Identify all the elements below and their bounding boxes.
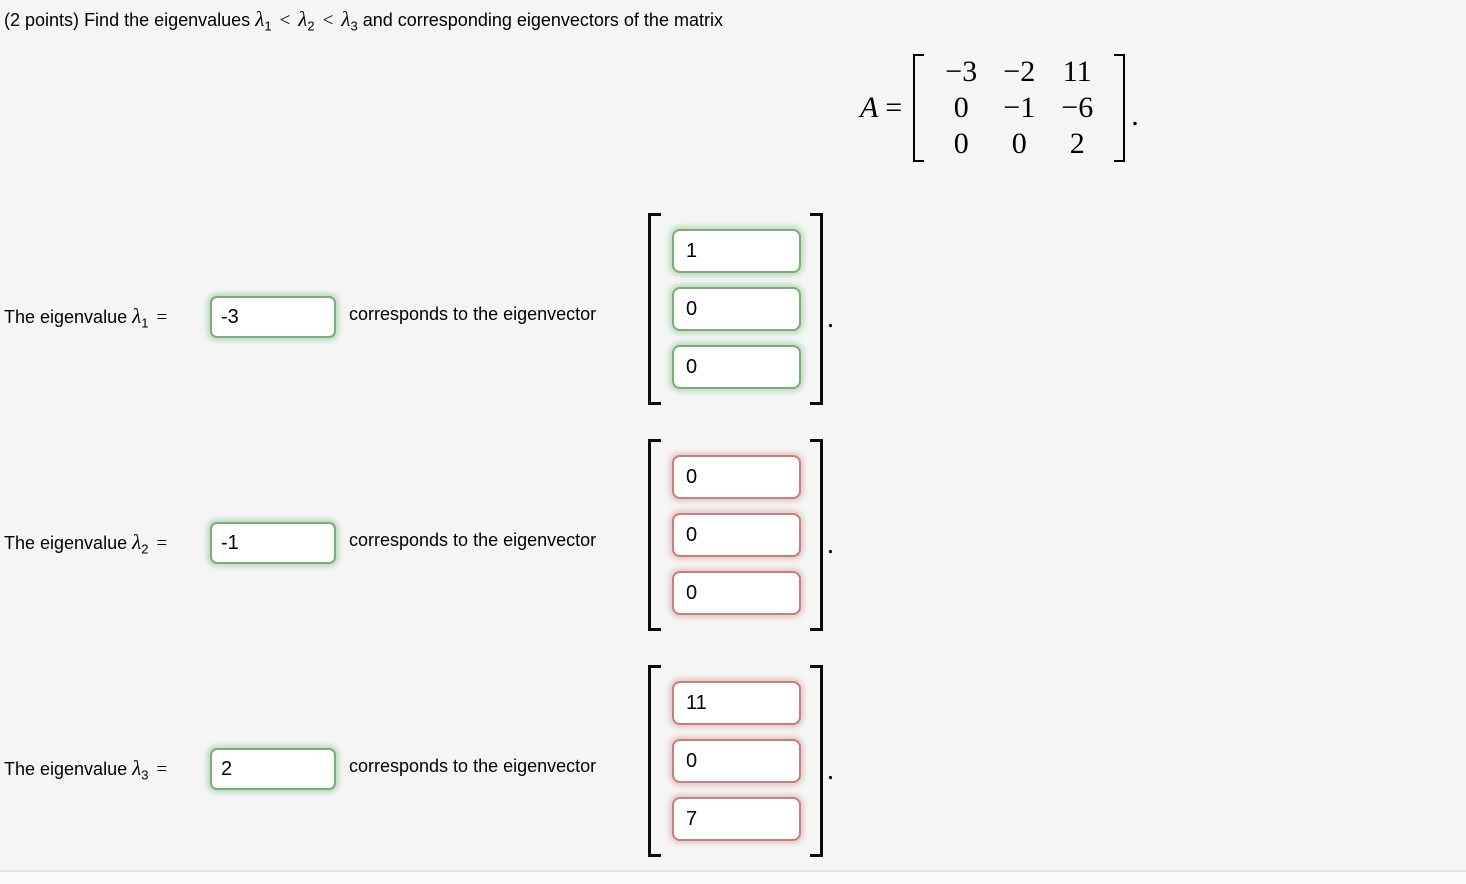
eigenvector-3-component-3[interactable]	[672, 797, 801, 841]
eigenvector-1: .	[648, 213, 834, 405]
eigenvalue-2-label: The eigenvalue λ2 =	[4, 530, 170, 557]
vector-components	[661, 439, 810, 631]
statement-text-1: Find the eigenvalues	[84, 10, 251, 30]
equals-sign: =	[156, 759, 168, 780]
equals-sign: =	[156, 533, 168, 554]
matrix-cell: 2	[1069, 127, 1085, 160]
eigenvector-3-component-2[interactable]	[672, 739, 801, 783]
eigenvalue-label-text: The eigenvalue	[4, 759, 128, 779]
matrix-cell: 0	[953, 127, 969, 160]
corresponds-text: corresponds to the eigenvector	[349, 304, 597, 324]
points-label: (2 points)	[4, 10, 80, 30]
eigenvector-3: .	[648, 665, 834, 857]
period: .	[827, 529, 834, 560]
eigenvalue-1-label: The eigenvalue λ1 =	[4, 304, 170, 331]
vector-left-bracket	[648, 665, 661, 857]
matrix-cell: 0	[953, 91, 969, 124]
less-than-sign: <	[279, 10, 291, 31]
matrix-equals-sign: =	[885, 91, 903, 124]
matrix-right-bracket	[1114, 54, 1126, 162]
vector-left-bracket	[648, 213, 661, 405]
eigenvector-2-component-3[interactable]	[672, 571, 801, 615]
matrix-cell: −1	[1003, 91, 1036, 124]
eigenvector-2: .	[648, 439, 834, 631]
matrix-left-bracket	[913, 54, 925, 162]
eigenvalue-label-text: The eigenvalue	[4, 307, 128, 327]
lambda-3-symbol: λ3	[132, 756, 149, 783]
vector-right-bracket	[810, 213, 823, 405]
less-than-sign: <	[322, 10, 334, 31]
lambda-2-symbol: λ2	[298, 7, 315, 34]
below-divider-area	[0, 872, 1466, 884]
vector-right-bracket	[810, 439, 823, 631]
lambda-1-symbol: λ1	[255, 7, 272, 34]
matrix-values: −3 −2 11 0 −1 −6 0 0 2	[924, 54, 1114, 162]
eigenvector-1-component-1[interactable]	[672, 229, 801, 273]
matrix-variable-label: A	[860, 91, 879, 124]
eigenvalue-2-input[interactable]	[210, 522, 336, 564]
matrix-cell: 0	[1011, 127, 1027, 160]
matrix-cell: −3	[945, 55, 978, 88]
bottom-divider	[0, 870, 1466, 872]
statement-text-2: and corresponding eigenvectors of the ma…	[362, 10, 723, 30]
problem-statement: (2 points) Find the eigenvalues λ1 < λ2 …	[4, 7, 723, 39]
period: .	[827, 755, 834, 786]
eigenvector-2-component-2[interactable]	[672, 513, 801, 557]
eigenvalue-3-input[interactable]	[210, 748, 336, 790]
eigenvalue-1-input[interactable]	[210, 296, 336, 338]
vector-components	[661, 665, 810, 857]
matrix-cell: −2	[1003, 55, 1036, 88]
lambda-3-symbol: λ3	[341, 7, 358, 34]
corresponds-text: corresponds to the eigenvector	[349, 530, 597, 550]
eigenvector-3-component-1[interactable]	[672, 681, 801, 725]
period: .	[827, 303, 834, 334]
vector-components	[661, 213, 810, 405]
vector-left-bracket	[648, 439, 661, 631]
eigenvalue-label-text: The eigenvalue	[4, 533, 128, 553]
equals-sign: =	[156, 307, 168, 328]
eigenvector-1-component-2[interactable]	[672, 287, 801, 331]
lambda-2-symbol: λ2	[132, 530, 149, 557]
vector-right-bracket	[810, 665, 823, 857]
period: .	[1131, 99, 1139, 132]
matrix-cell: 11	[1062, 55, 1092, 88]
lambda-1-symbol: λ1	[132, 304, 149, 331]
matrix-cell: −6	[1061, 91, 1094, 124]
corresponds-text: corresponds to the eigenvector	[349, 756, 597, 776]
matrix-display: A = −3 −2 11 0 −1 −6 0 0 2 .	[860, 54, 1139, 162]
eigenvector-2-component-1[interactable]	[672, 455, 801, 499]
eigenvector-1-component-3[interactable]	[672, 345, 801, 389]
eigenvalue-3-label: The eigenvalue λ3 =	[4, 756, 170, 783]
